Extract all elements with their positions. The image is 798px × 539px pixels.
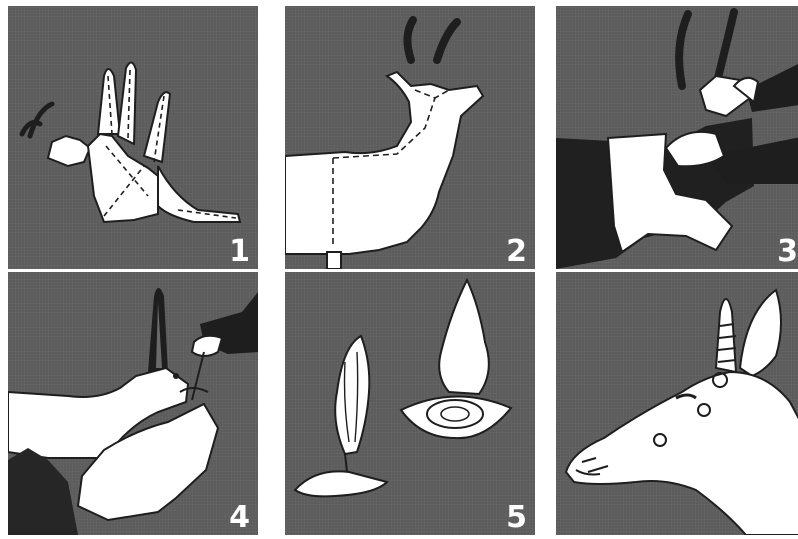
panel-number: 3 [777, 237, 798, 267]
panel-5: 5 [285, 272, 535, 535]
step-1-illustration [8, 6, 258, 269]
step-2-illustration [285, 6, 535, 269]
panel-3: 3 [556, 6, 798, 269]
panel-4: 4 [8, 272, 258, 535]
panel-number: 5 [506, 503, 527, 533]
step-4-illustration [8, 272, 258, 535]
step-5-illustration [285, 272, 535, 535]
panel-6: 6 [556, 272, 798, 535]
panel-number: 6 [777, 503, 798, 533]
panel-1: 1 [8, 6, 258, 269]
step-3-illustration [556, 6, 798, 269]
panel-2: 2 [285, 6, 535, 269]
panel-number: 2 [506, 237, 527, 267]
step-6-illustration [556, 272, 798, 535]
panel-number: 1 [229, 237, 250, 267]
panel-number: 4 [229, 503, 250, 533]
